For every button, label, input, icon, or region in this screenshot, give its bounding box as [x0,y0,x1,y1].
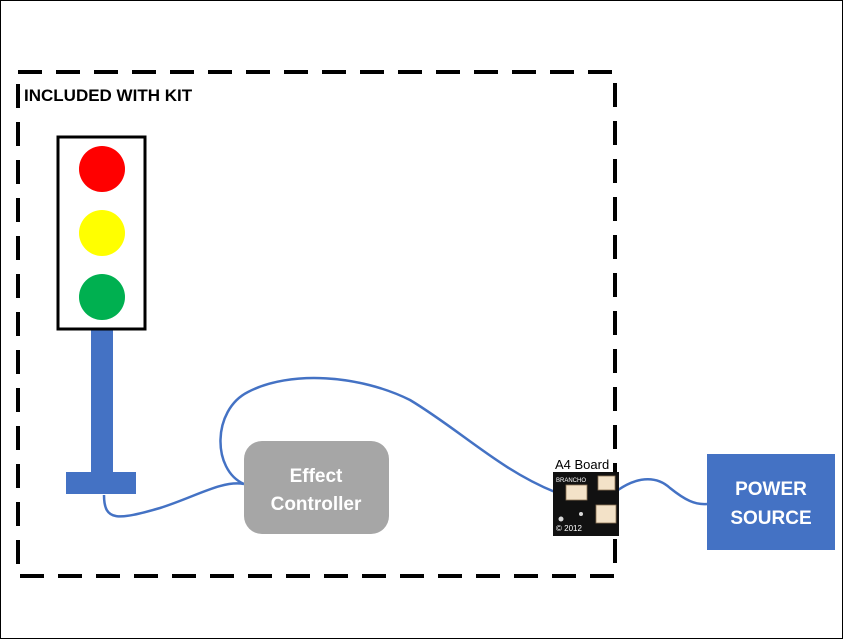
wire-controller-to-board [219,376,556,494]
effect-controller-line2: Controller [271,494,362,515]
board-connector-bottom [595,504,617,524]
effect-controller-line1: Effect [290,466,343,487]
a4-board-brand: BRANCHO [556,478,586,484]
kit-label: INCLUDED WITH KIT [24,86,193,105]
a4-board-label: A4 Board [555,457,609,472]
board-pad [558,516,564,522]
board-pad [579,512,583,516]
effect-controller: Effect Controller [244,441,389,534]
yellow-light [79,210,125,256]
wire-board-to-power [617,478,708,506]
power-source: POWER SOURCE [707,454,835,550]
red-light [79,146,125,192]
traffic-light-pole [91,330,113,474]
power-source-line2: SOURCE [730,508,811,529]
board-connector-left [565,484,588,501]
a4-board-copyright: © 2012 [556,524,582,533]
power-source-line1: POWER [735,479,807,500]
traffic-light-base [66,472,136,494]
green-light [79,274,125,320]
traffic-light [56,135,147,494]
power-source-box [707,454,835,550]
wire-light-to-controller [102,482,245,518]
kit-boundary [16,70,617,578]
board-connector-top [597,475,616,491]
a4-board: A4 Board BRANCHO © 2012 [553,457,619,536]
effect-controller-box [244,441,389,534]
